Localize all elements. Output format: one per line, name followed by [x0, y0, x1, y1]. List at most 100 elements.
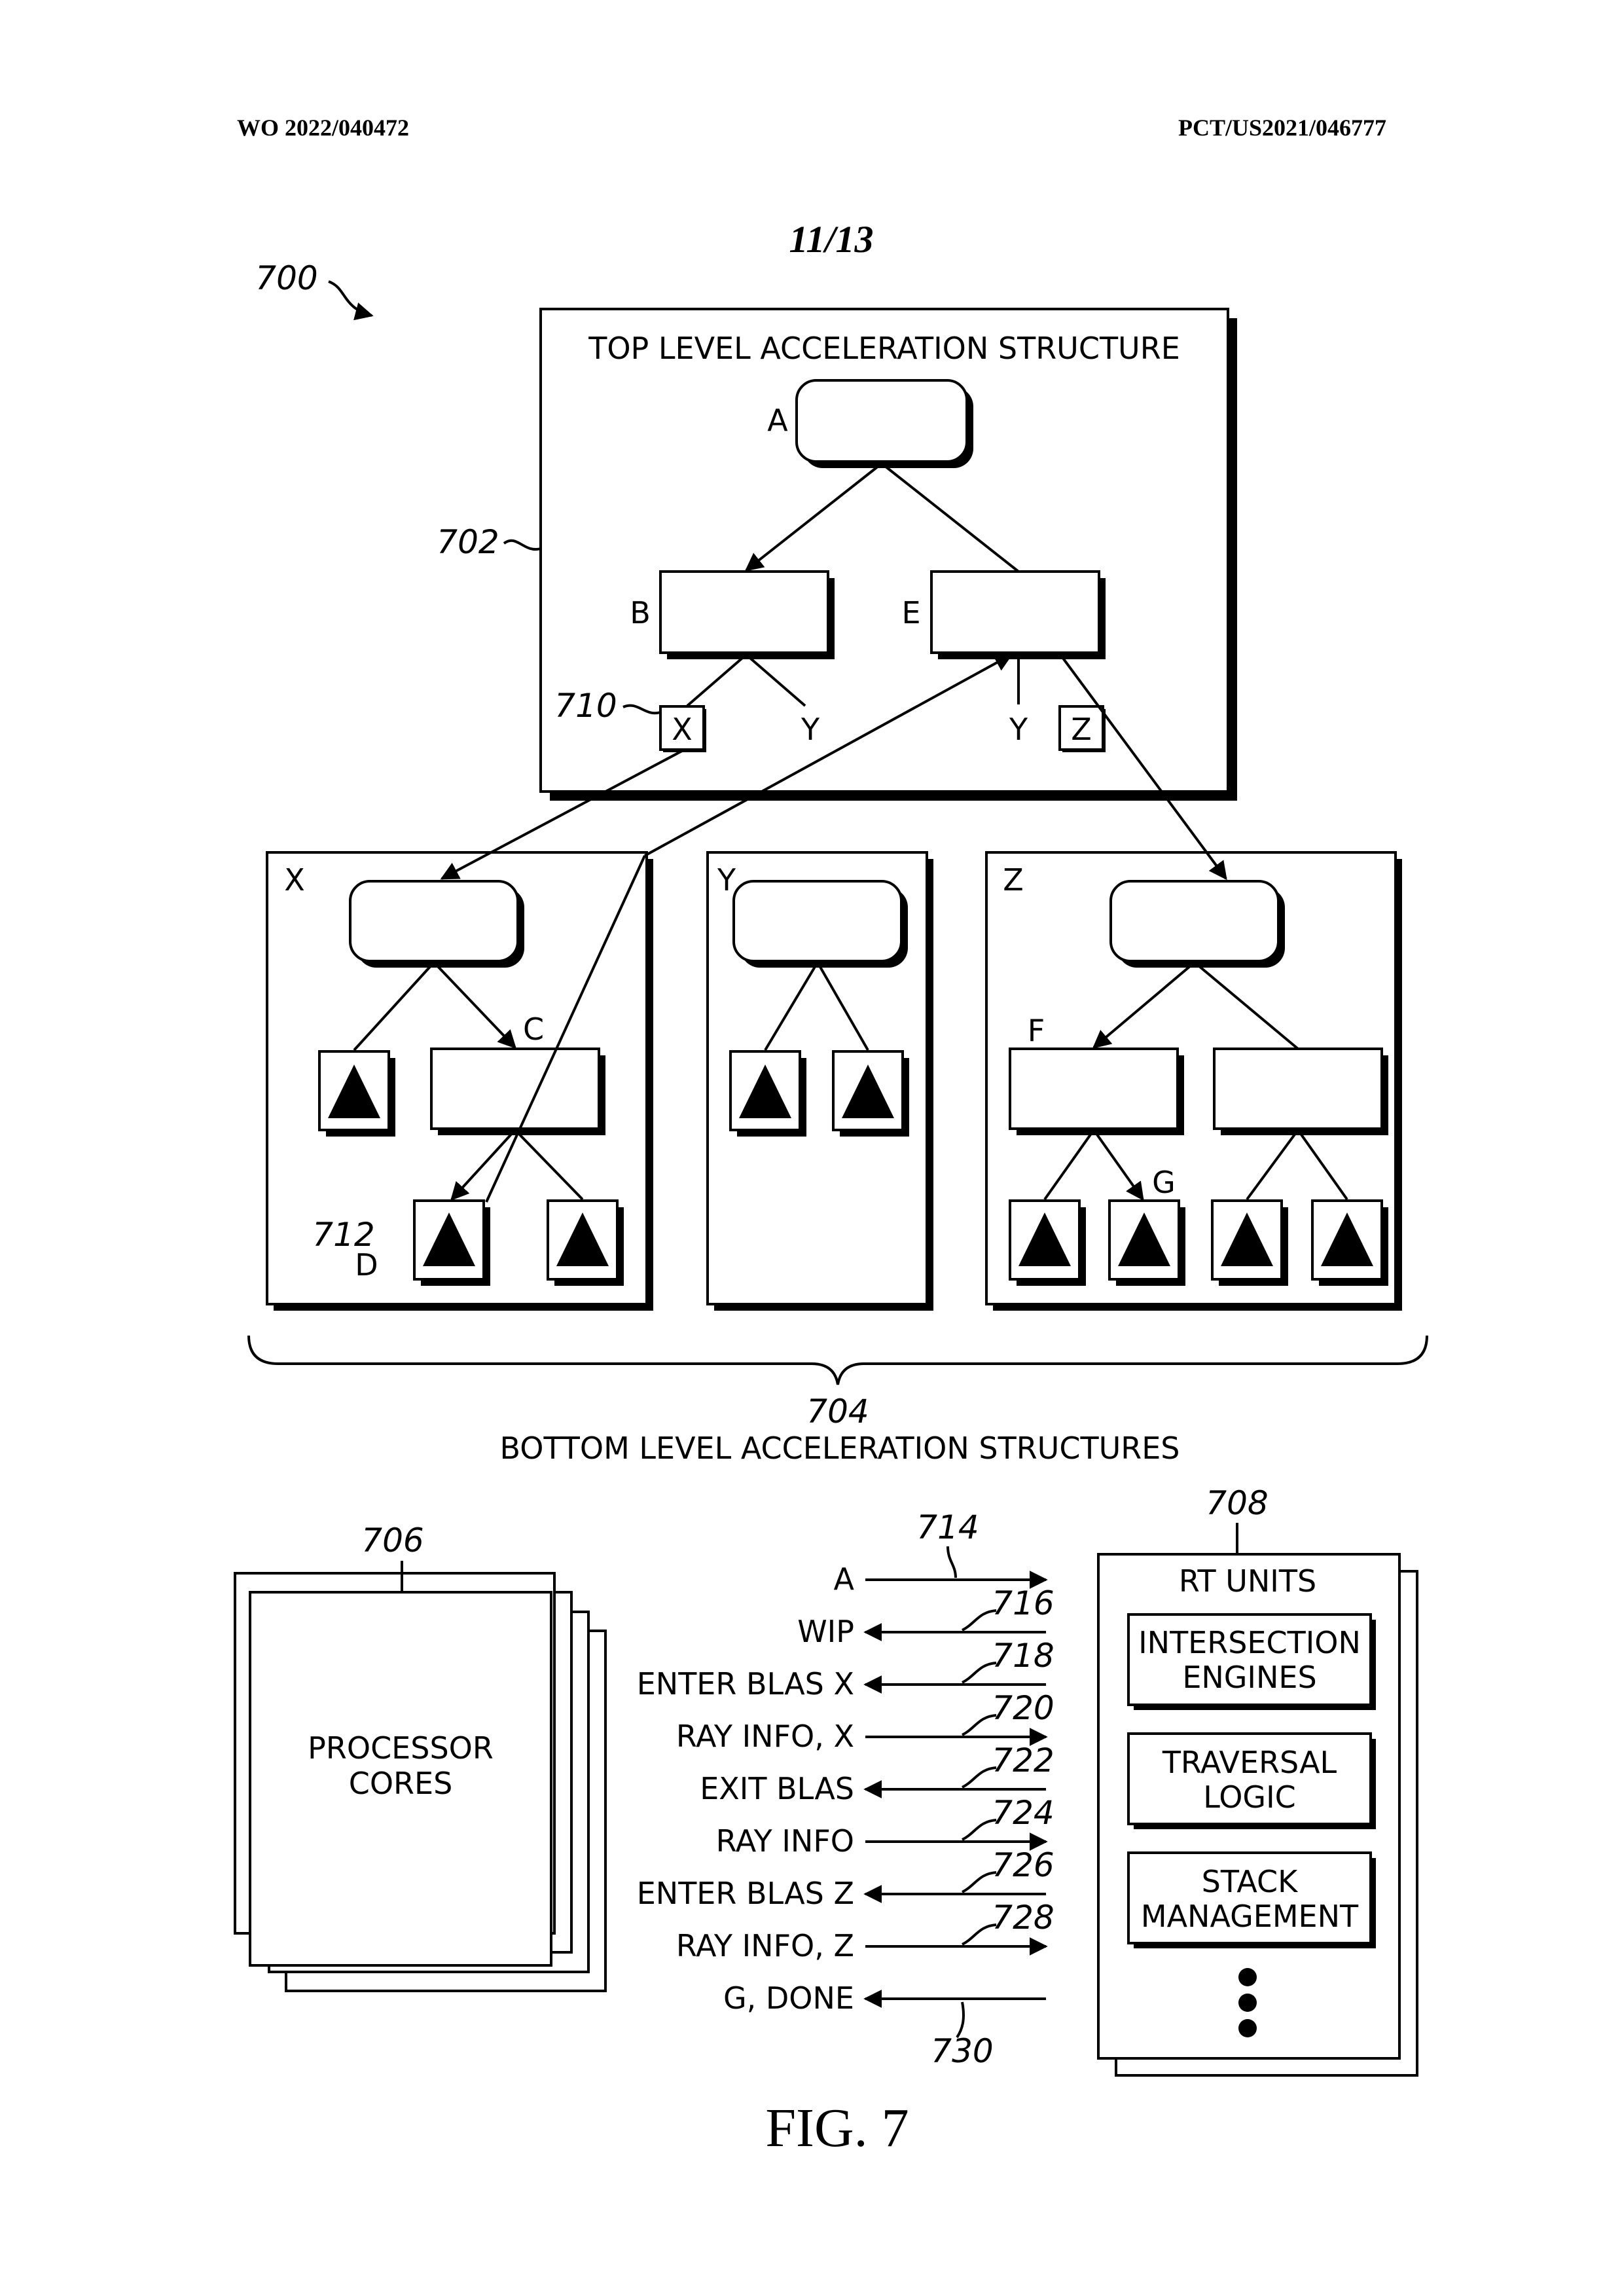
msg-ref-728: 728 — [992, 1899, 1054, 1937]
msg-enter-blas-z-label: ENTER BLAS Z — [637, 1876, 854, 1911]
blas-z-edge-f-g — [1092, 1129, 1144, 1201]
msg-ref-720-leader — [962, 1714, 997, 1736]
edge-a-e — [880, 462, 1020, 573]
traversal-line2: LOGIC — [1203, 1779, 1296, 1815]
node-f-label: F — [1028, 1013, 1045, 1048]
blas-z-root-node — [1109, 880, 1285, 968]
rt-units-title: RT UNITS — [1179, 1563, 1316, 1599]
node-c-label: C — [523, 1011, 544, 1047]
msg-ray-info-z-label: RAY INFO, Z — [676, 1928, 854, 1963]
leaf-ref-710: 710 — [554, 687, 617, 725]
blas-x-root-node — [349, 880, 524, 968]
figure-caption: FIG. 7 — [765, 2098, 909, 2159]
link-x-to-blas-x — [440, 750, 683, 880]
tlas-title: TOP LEVEL ACCELERATION STRUCTURE — [588, 331, 1180, 366]
msg-ref-716-leader — [962, 1609, 997, 1631]
blas-z-node-f — [1009, 1048, 1184, 1135]
figure-ref-700: 700 — [255, 259, 317, 297]
intersection-line2: ENGINES — [1182, 1660, 1316, 1695]
page-number: 11/13 — [789, 218, 874, 261]
intersection-line1: INTERSECTION — [1138, 1625, 1361, 1660]
tlas-node-b — [659, 570, 835, 659]
leaf-z-label: Z — [1071, 712, 1092, 747]
blas-y-leaf-left — [729, 1050, 806, 1137]
msg-ref-730: 730 — [931, 2032, 993, 2070]
msg-ref-714: 714 — [916, 1508, 979, 1546]
intersection-engines-box — [1127, 1613, 1376, 1710]
node-d-label: D — [355, 1247, 378, 1283]
tlas-node-a — [795, 379, 973, 468]
blas-z-leaf-4 — [1311, 1199, 1388, 1286]
node-e-label: E — [901, 595, 920, 630]
link-blas-d-to-e — [485, 855, 646, 1203]
msg-exit-blas-label: EXIT BLAS — [700, 1771, 854, 1806]
publication-number: WO 2022/040472 — [237, 115, 409, 141]
blas-y-leaf-right — [832, 1050, 909, 1137]
tlas-node-e — [930, 570, 1106, 659]
msg-ref-728-leader — [962, 1923, 997, 1946]
msg-ref-724-leader — [962, 1819, 997, 1841]
blas-z-edge-root-right — [1193, 961, 1299, 1050]
tlas-ref-702: 702 — [437, 523, 499, 561]
msg-ref-726-leader — [962, 1871, 997, 1893]
msg-ray-info-x-label: RAY INFO, X — [676, 1719, 854, 1754]
blas-x-edge-root-c — [433, 961, 516, 1049]
msg-ref-726: 726 — [992, 1846, 1054, 1884]
link-blas-to-node-e — [644, 653, 1013, 857]
leaf-y-right-label: Y — [1009, 712, 1028, 747]
blas-x-node-c — [430, 1048, 605, 1135]
msg-ref-730-leader — [956, 2001, 965, 2039]
node-a-label: A — [767, 403, 788, 438]
blas-brace — [247, 1335, 1428, 1385]
msg-enter-blas-x-label: ENTER BLAS X — [637, 1666, 854, 1702]
blas-z-edge-right-4 — [1297, 1129, 1348, 1201]
blas-y-edge-right — [816, 962, 869, 1051]
blas-z-leaf-1 — [1009, 1199, 1086, 1286]
traversal-line1: TRAVERSAL — [1162, 1745, 1337, 1780]
leaf-z-box — [1058, 705, 1106, 752]
blas-z-leaf-3 — [1211, 1199, 1288, 1286]
blas-y-label: Y — [717, 862, 736, 898]
stack-line2: MANAGEMENT — [1141, 1899, 1359, 1934]
processor-line2: CORES — [349, 1766, 453, 1801]
blas-x-label: X — [284, 862, 305, 898]
stack-line1: STACK — [1202, 1864, 1299, 1899]
msg-ref-718-leader — [962, 1662, 997, 1684]
figure-ref-arrow — [328, 280, 374, 321]
blas-x-leaf-left — [318, 1050, 395, 1137]
blas-z-leaf-g — [1108, 1199, 1185, 1286]
msg-ref-716: 716 — [992, 1584, 1054, 1622]
ellipsis-dots — [1238, 1968, 1257, 2037]
processor-cores-stack — [234, 1572, 607, 1992]
blas-ref-704: 704 — [806, 1393, 869, 1430]
leaf-y-left-label: Y — [801, 712, 820, 747]
application-number: PCT/US2021/046777 — [1178, 115, 1386, 141]
tlas-ref-leader — [503, 539, 541, 551]
blas-x-edge-c-right — [514, 1129, 584, 1201]
blas-z-node-right — [1213, 1048, 1388, 1135]
msg-ref-720: 720 — [992, 1689, 1054, 1727]
edge-b-x — [686, 653, 748, 707]
edge-b-y — [745, 653, 806, 707]
msg-ref-722: 722 — [992, 1741, 1054, 1779]
blas-x-edge-c-d — [450, 1129, 516, 1201]
msg-g-done-label: G, DONE — [723, 1980, 854, 2016]
blas-y-root-node — [732, 880, 908, 968]
processor-ref-706: 706 — [361, 1522, 424, 1559]
blas-z-label: Z — [1003, 862, 1024, 898]
msg-ref-724: 724 — [992, 1794, 1054, 1832]
blas-z-edge-f-1 — [1043, 1129, 1095, 1201]
node-d-ref-712: 712 — [312, 1216, 374, 1254]
msg-ref-718: 718 — [992, 1637, 1054, 1675]
link-e-to-blas-z — [1059, 653, 1227, 881]
blas-x-leaf-d — [413, 1199, 490, 1286]
blas-z-edge-right-3 — [1246, 1129, 1299, 1201]
msg-wip-label: WIP — [797, 1614, 854, 1649]
blas-x-edge-root-leaf — [353, 961, 435, 1051]
stack-management-box — [1127, 1851, 1376, 1948]
leaf-x-box — [659, 705, 706, 752]
msg-ref-714-leader — [946, 1546, 957, 1578]
edge-a-b — [744, 462, 883, 572]
node-b-label: B — [630, 595, 651, 630]
